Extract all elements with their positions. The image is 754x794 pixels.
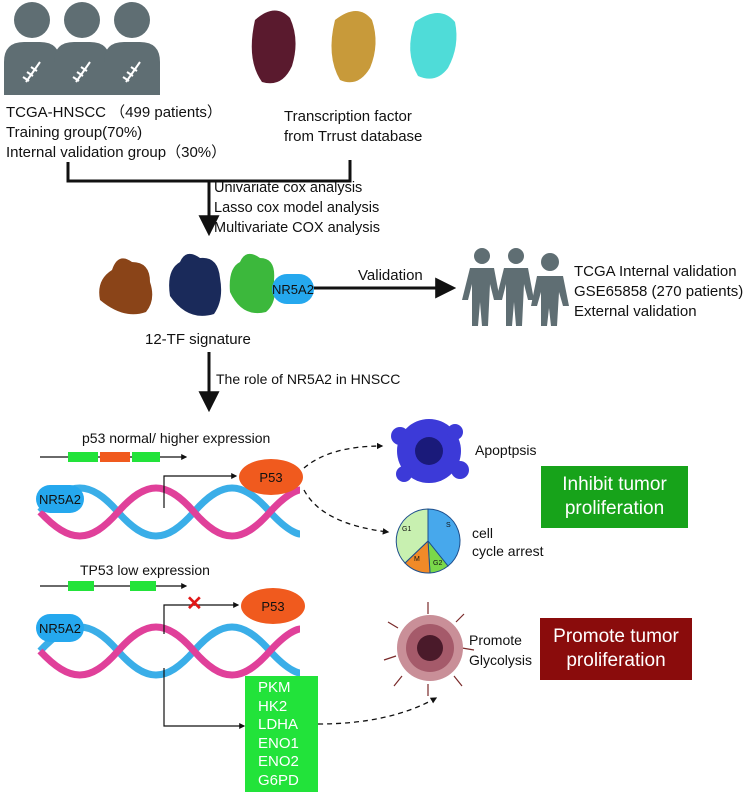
lower-gene-bar	[40, 581, 188, 591]
inhibit-proliferation-box: Inhibit tumor proliferation	[541, 466, 688, 528]
validation-line: External validation	[574, 303, 697, 320]
transcription-factor-icons	[251, 10, 457, 84]
upper-dna-helix-icon	[37, 484, 301, 540]
pie-label-m: M	[414, 556, 420, 563]
analysis-line: Univariate cox analysis	[214, 180, 363, 196]
lower-dna-helix-icon	[37, 623, 301, 679]
tumor-cell-icon	[383, 602, 475, 696]
tf-source-text: Transcription factor from Trrust databas…	[284, 107, 422, 147]
lower-p53-node: P53	[241, 588, 305, 624]
cell-cycle-pie-chart	[395, 508, 461, 574]
signature-caption: 12-TF signature	[145, 331, 251, 348]
apoptotic-cell-icon	[391, 419, 469, 483]
gene-item: HK2	[258, 697, 288, 715]
validation-line: GSE65858 (270 patients)	[574, 283, 744, 300]
merge-arrow	[66, 160, 352, 237]
glycolysis-line: Glycolysis	[469, 652, 533, 668]
inhibit-line: proliferation	[564, 498, 665, 519]
tf-source-line: Transcription factor	[284, 108, 412, 125]
gene-item: ENO1	[258, 734, 299, 752]
upper-p53-node: P53	[239, 459, 303, 495]
gene-item: G6PD	[258, 771, 299, 789]
cohort-line: Training group(70%)	[6, 124, 143, 141]
glycolysis-line: Promote	[469, 632, 522, 648]
nr5a2-signature-badge: NR5A2	[272, 274, 314, 304]
glycolysis-text: Promote Glycolysis	[469, 630, 532, 670]
gene-item: ENO2	[258, 753, 299, 770]
validation-text: TCGA Internal validation GSE65858 (270 p…	[574, 262, 743, 322]
glycolysis-gene-arrow	[163, 668, 246, 729]
gene-item: LDHA	[258, 716, 299, 733]
upper-panel-title: p53 normal/ higher expression	[82, 430, 271, 446]
cohort-line: TCGA-HNSCC （499 patients）	[6, 104, 222, 121]
upper-nr5a2-badge: NR5A2	[36, 485, 84, 513]
tf-signature-icons	[99, 253, 275, 316]
lower-nr5a2-badge: NR5A2	[36, 614, 84, 642]
apoptosis-label: Apoptpsis	[475, 442, 537, 458]
analysis-line: Multivariate COX analysis	[214, 220, 380, 236]
lower-blocked-arrow	[163, 602, 240, 634]
cell-cycle-text: cell cycle arrest	[472, 524, 544, 560]
gene-item: PKM	[258, 679, 291, 696]
pie-label-g1: G1	[402, 526, 412, 533]
upper-transcription-arrow	[163, 473, 238, 508]
promote-line: proliferation	[566, 650, 666, 671]
role-label: The role of NR5A2 in HNSCC	[216, 371, 401, 387]
blocked-cross-icon: ✕	[186, 593, 203, 615]
inhibit-line: Inhibit tumor	[562, 474, 667, 495]
validation-line: TCGA Internal validation	[574, 263, 737, 280]
validation-people-icon	[462, 248, 569, 326]
analysis-line: Lasso cox model analysis	[214, 200, 380, 216]
p53-outcome-arrows	[303, 442, 390, 535]
upper-gene-bar	[40, 452, 188, 462]
promote-proliferation-box: Promote tumor proliferation	[540, 618, 692, 680]
lower-panel-title: TP53 low expression	[80, 562, 210, 578]
analysis-text: Univariate cox analysis Lasso cox model …	[214, 178, 380, 238]
tf-source-line: from Trrust database	[284, 128, 423, 145]
glycolysis-dashed-arrow	[317, 697, 438, 725]
glycolysis-gene-box: PKM HK2 LDHA ENO1 ENO2 G6PD	[245, 676, 318, 792]
pie-label-g2: G2	[433, 560, 443, 567]
cohort-line: Internal validation group（30%）	[6, 144, 227, 161]
promote-line: Promote tumor	[553, 626, 679, 647]
surgical-scar-icon	[22, 61, 141, 83]
cell-cycle-line: cycle arrest	[472, 543, 544, 559]
validation-label: Validation	[358, 267, 423, 284]
cohort-text: TCGA-HNSCC （499 patients） Training group…	[6, 103, 226, 163]
cell-cycle-line: cell	[472, 525, 494, 541]
pie-label-s: S	[446, 522, 451, 529]
